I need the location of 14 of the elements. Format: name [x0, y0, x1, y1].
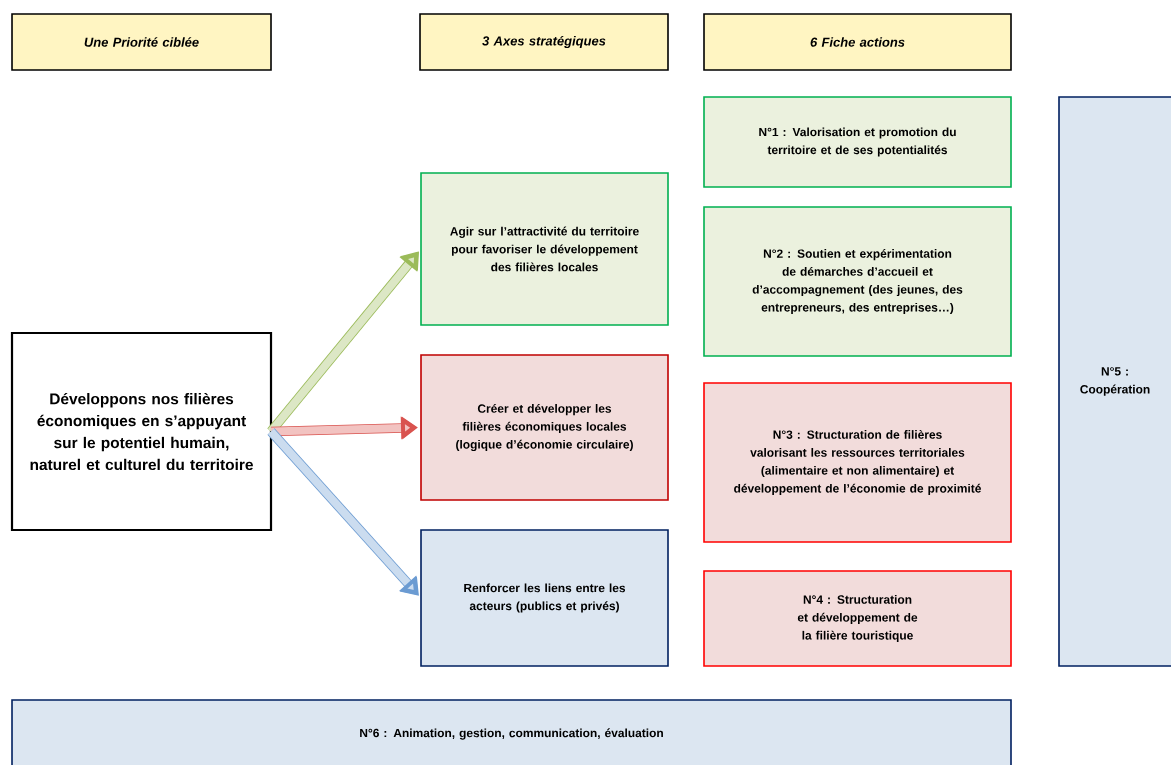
column-header: 6 Fiche actions	[703, 13, 1012, 71]
axis-box: Créer et développer les filières économiques locales (logique d’économie circulaire)	[420, 354, 669, 501]
action-box: N°4 : Structuration et développement de la filière touristique	[703, 570, 1012, 667]
action-box: N°6 : Animation, gestion, communication, évaluation	[11, 699, 1012, 765]
action-box: N°3 : Structuration de filières valorisant les ressources territoriales (alimentaire et non alimentaire) et développement de l’économie de proximité	[703, 382, 1012, 543]
axis-box: Renforcer les liens entre les acteurs (publics et privés)	[420, 529, 669, 667]
column-header: 3 Axes stratégiques	[419, 13, 669, 71]
column-header: Une Priorité ciblée	[11, 13, 272, 71]
block-arrow	[267, 428, 419, 596]
action-box: N°2 : Soutien et expérimentation de démarches d’accueil et d’accompagnement (des jeunes, des entrepreneurs, des entreprises…)	[703, 206, 1012, 357]
action-box: N°1 : Valorisation et promotion du territoire et de ses potentialités	[703, 96, 1012, 188]
axis-box: Agir sur l’attractivité du territoire pour favoriser le développement des filières locales	[420, 172, 669, 326]
action-box: N°5 : Coopération	[1058, 96, 1171, 667]
priority-box: Développons nos filières économiques en s’appuyant sur le potentiel humain, naturel et culturel du territoire	[10, 331, 273, 532]
